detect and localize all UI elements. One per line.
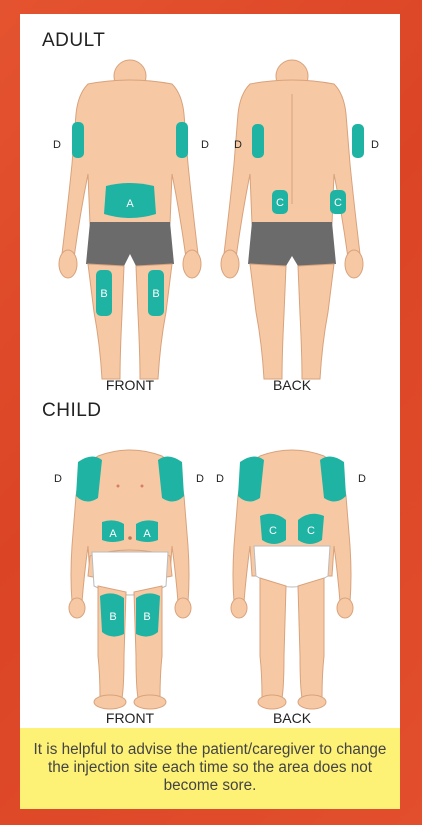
site-d-left-arm xyxy=(238,456,264,501)
site-a-label: A xyxy=(126,198,134,210)
child-diagram: A A B B D D xyxy=(20,426,400,726)
site-d-right-arm xyxy=(320,456,346,501)
site-c-label: C xyxy=(307,525,315,537)
advice-note-text: It is helpful to advise the patient/care… xyxy=(34,741,387,794)
site-d-left-arm xyxy=(252,124,264,158)
site-a-label: A xyxy=(109,528,117,540)
site-d-right-arm xyxy=(176,122,188,158)
site-d-left-arm xyxy=(76,456,102,501)
site-b-label: B xyxy=(143,611,150,623)
site-c-label: C xyxy=(334,197,342,209)
injection-sites-card: ADULT A B B xyxy=(20,14,400,809)
site-b-label: B xyxy=(100,288,107,300)
site-b-label: B xyxy=(152,288,159,300)
site-d-outer-label: D xyxy=(234,139,242,151)
site-c-label: C xyxy=(269,525,277,537)
site-d-outer-label: D xyxy=(53,139,61,151)
site-c-label: C xyxy=(276,197,284,209)
site-d-left-arm xyxy=(72,122,84,158)
site-d-outer-label: D xyxy=(358,473,366,485)
adult-diagram: A B B D D xyxy=(20,54,400,394)
site-d-outer-label: D xyxy=(196,473,204,485)
site-d-outer-label: D xyxy=(201,139,209,151)
site-d-right-arm xyxy=(158,456,184,501)
adult-section-title: ADULT xyxy=(42,30,105,52)
site-d-right-arm xyxy=(352,124,364,158)
adult-front-figure xyxy=(59,60,201,379)
adult-back-figure xyxy=(221,60,363,379)
site-a-label: A xyxy=(143,528,151,540)
child-section-title: CHILD xyxy=(42,400,102,422)
child-back-caption: BACK xyxy=(273,710,312,726)
site-d-outer-label: D xyxy=(371,139,379,151)
advice-note: It is helpful to advise the patient/care… xyxy=(20,728,400,809)
child-front-caption: FRONT xyxy=(106,710,155,726)
site-b-label: B xyxy=(109,611,116,623)
adult-back-caption: BACK xyxy=(273,377,312,393)
adult-front-caption: FRONT xyxy=(106,377,155,393)
site-d-outer-label: D xyxy=(54,473,62,485)
site-d-outer-label: D xyxy=(216,473,224,485)
